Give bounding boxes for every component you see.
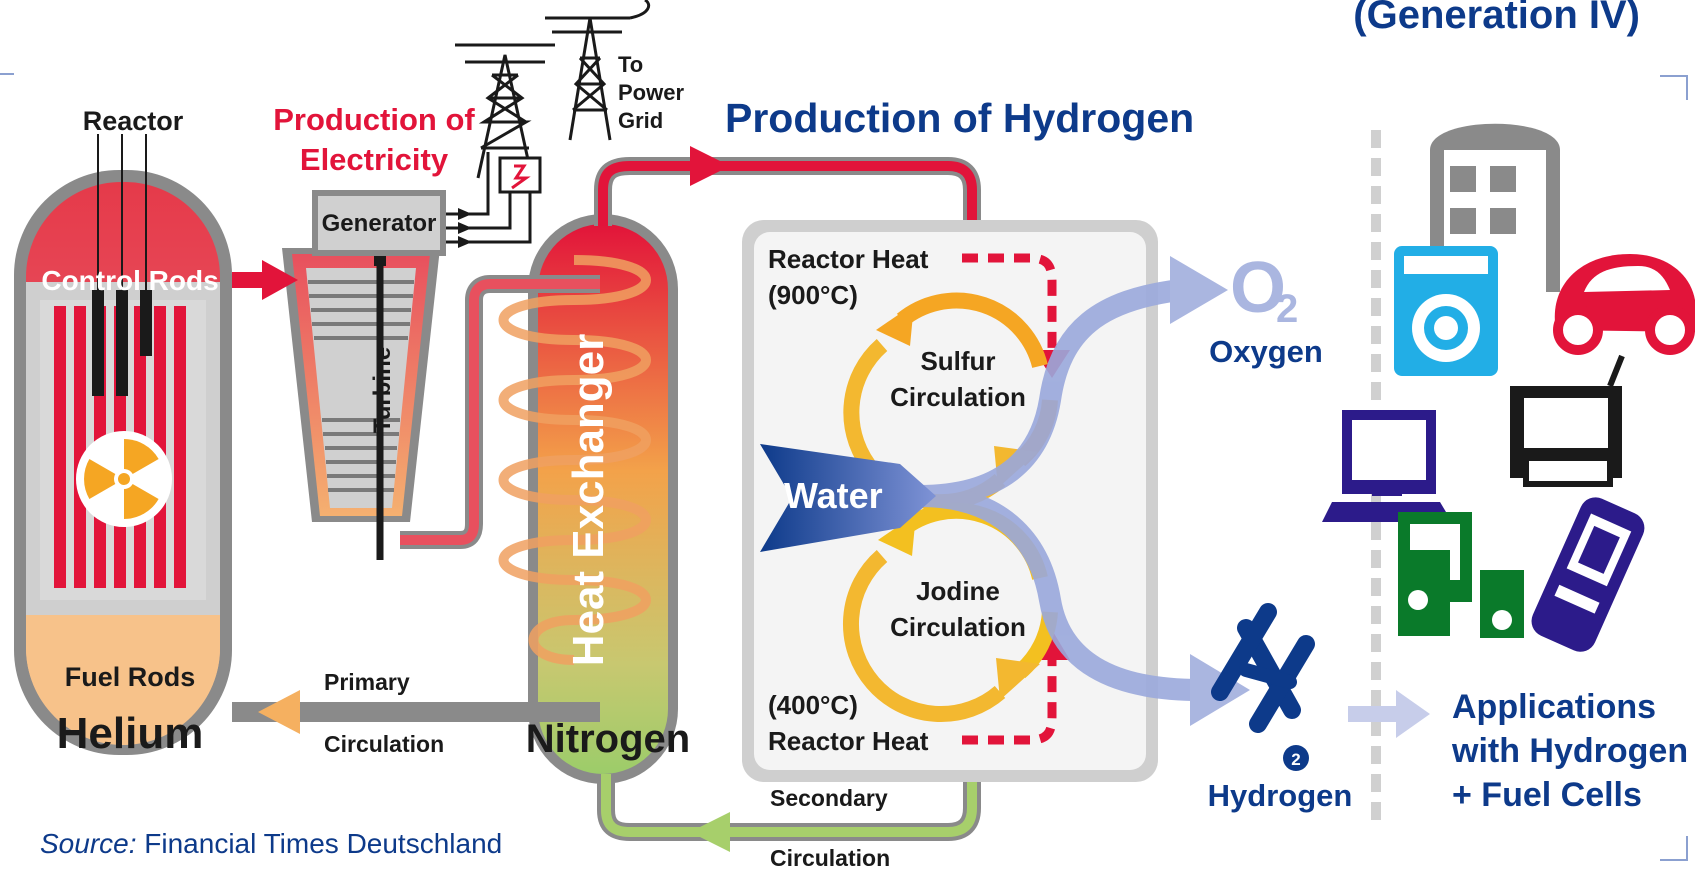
transformer-icon bbox=[498, 156, 542, 194]
frame-corners bbox=[0, 73, 1688, 861]
reactor-heat-low-line2: Reactor Heat bbox=[768, 726, 929, 756]
reactor-vessel bbox=[14, 134, 232, 755]
heat-exchanger-label: Heat Exchanger bbox=[564, 334, 613, 667]
oxygen-symbol: O bbox=[1230, 248, 1286, 328]
generator-box bbox=[312, 190, 446, 266]
control-rods bbox=[92, 290, 152, 396]
oxygen-label: Oxygen bbox=[1209, 334, 1323, 369]
washing-machine-icon bbox=[1394, 246, 1498, 376]
secondary-hot-pipe bbox=[594, 157, 981, 226]
applications-line2: with Hydrogen bbox=[1451, 732, 1688, 770]
electricity-title-line1: Production of bbox=[273, 102, 475, 137]
applications-arrow bbox=[1348, 690, 1430, 738]
fuel-rods-label: Fuel Rods bbox=[65, 662, 196, 692]
car-icon bbox=[1553, 254, 1695, 355]
generator-label: Generator bbox=[322, 210, 437, 237]
radiation-icon bbox=[76, 431, 172, 527]
oxygen-subscript: 2 bbox=[1276, 287, 1298, 331]
hydrogen-label: Hydrogen bbox=[1208, 778, 1353, 813]
iodine-label-line2: Circulation bbox=[890, 612, 1026, 642]
water-label: Water bbox=[784, 475, 883, 516]
primary-circulation-line2: Circulation bbox=[324, 731, 444, 757]
primary-circulation-line1: Primary bbox=[324, 669, 410, 695]
heat-exchanger bbox=[498, 214, 678, 784]
reactor-heat-low-line1: (400°C) bbox=[768, 690, 858, 720]
turbine bbox=[282, 248, 440, 560]
power-pylon-icon bbox=[455, 0, 651, 179]
water-split-flow bbox=[919, 279, 1201, 701]
grid-label-line2: Power bbox=[618, 80, 684, 105]
applications-line3: + Fuel Cells bbox=[1452, 776, 1642, 814]
sulfur-label-line1: Sulfur bbox=[920, 346, 995, 376]
reactor-heat-high-line2: (900°C) bbox=[768, 280, 858, 310]
source-credit: Source: Financial Times Deutschland bbox=[40, 828, 502, 859]
applications-line1: Applications bbox=[1452, 688, 1656, 726]
computer-icon bbox=[1322, 410, 1452, 522]
mobile-phone-icon bbox=[1531, 497, 1645, 652]
water-arrow bbox=[760, 444, 936, 552]
secondary-circulation-line2: Circulation bbox=[770, 845, 890, 870]
electricity-title-line2: Electricity bbox=[300, 142, 449, 177]
reactor-heat-high-line1: Reactor Heat bbox=[768, 244, 929, 274]
grid-label-line3: Grid bbox=[618, 108, 663, 133]
reactor-outlet-arrow bbox=[232, 260, 298, 300]
reactor-heat-dashes bbox=[962, 253, 1057, 745]
printer-icon bbox=[1510, 354, 1625, 487]
sulfur-label-line2: Circulation bbox=[890, 382, 1026, 412]
control-rods-label: Control Rods bbox=[41, 265, 218, 296]
hydrogen-production-title: Production of Hydrogen bbox=[725, 95, 1194, 141]
iodine-label-line1: Jodine bbox=[916, 576, 1000, 606]
hydrogen-molecule-icon bbox=[1211, 603, 1315, 771]
secondary-circulation-line1: Secondary bbox=[770, 785, 888, 811]
grid-label-line1: To bbox=[618, 52, 643, 77]
helium-label: Helium bbox=[57, 709, 204, 758]
reactor-title: Reactor bbox=[83, 106, 184, 136]
nitrogen-label: Nitrogen bbox=[526, 717, 690, 761]
stereo-icon bbox=[1398, 512, 1524, 638]
turbine-label: Turbine bbox=[369, 347, 396, 433]
generation-title: (Generation IV) bbox=[1353, 0, 1640, 37]
hydrogen-subscript: 2 bbox=[1291, 750, 1300, 769]
